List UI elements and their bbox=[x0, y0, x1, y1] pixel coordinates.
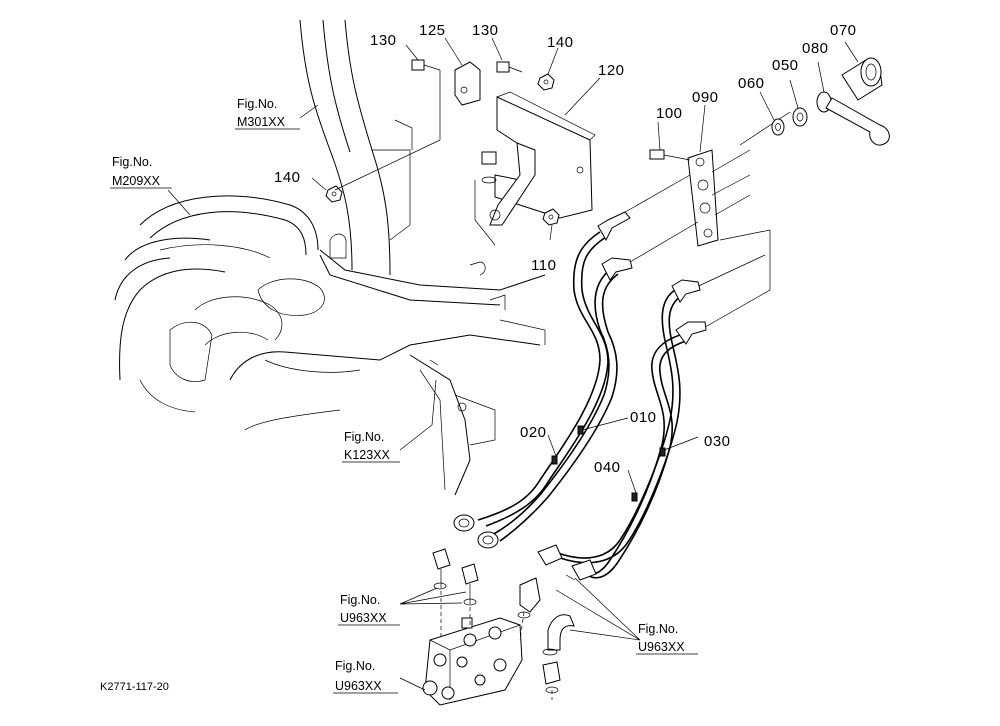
bolt-130-right bbox=[496, 61, 523, 73]
svg-text:Fig.No.: Fig.No. bbox=[340, 593, 380, 607]
straight-adapter bbox=[542, 661, 561, 685]
nut-140-left bbox=[325, 185, 343, 203]
adapter-left bbox=[432, 548, 451, 584]
part-label-080: 080 bbox=[802, 40, 829, 57]
svg-text:M209XX: M209XX bbox=[112, 174, 161, 188]
coupler-plate-assembly bbox=[619, 57, 890, 331]
fig-ref-m209xx: Fig.No. M209XX bbox=[110, 155, 172, 189]
fitting-010-top bbox=[601, 257, 633, 281]
part-label-040: 040 bbox=[594, 459, 621, 476]
svg-text:U963XX: U963XX bbox=[638, 640, 685, 654]
part-label-140-top: 140 bbox=[547, 34, 574, 51]
part-label-130-left: 130 bbox=[370, 32, 397, 49]
svg-text:Fig.No.: Fig.No. bbox=[335, 659, 375, 673]
part-number-labels: 130 125 130 140 120 140 110 100 090 060 … bbox=[274, 22, 857, 476]
svg-text:U963XX: U963XX bbox=[340, 611, 387, 625]
tractor-body-outline bbox=[114, 19, 546, 496]
part-label-140-left: 140 bbox=[274, 169, 301, 186]
part-label-010: 010 bbox=[630, 409, 657, 426]
part-label-120: 120 bbox=[598, 62, 625, 79]
fitting-020-top bbox=[597, 211, 631, 242]
leader-lines bbox=[167, 37, 859, 691]
figure-references: Fig.No. M301XX Fig.No. M209XX Fig.No. K1… bbox=[110, 97, 698, 694]
part-label-030: 030 bbox=[704, 433, 731, 450]
bolt-130-left bbox=[411, 59, 441, 71]
elbow-adapter bbox=[519, 577, 541, 613]
drawing-code: K2771-117-20 bbox=[100, 681, 169, 693]
part-label-050: 050 bbox=[772, 57, 799, 74]
elbow-adapter-right bbox=[547, 614, 575, 651]
fig-ref-k123xx: Fig.No. K123XX bbox=[342, 430, 400, 463]
svg-text:M301XX: M301XX bbox=[237, 115, 286, 129]
svg-text:Fig.No.: Fig.No. bbox=[344, 430, 384, 444]
part-label-130-right: 130 bbox=[472, 22, 499, 39]
adapter-center bbox=[461, 563, 479, 600]
fig-ref-u963xx-lower-left: Fig.No. U963XX bbox=[333, 659, 398, 694]
fig-ref-u963xx-right: Fig.No. U963XX bbox=[636, 622, 698, 655]
svg-text:U963XX: U963XX bbox=[335, 679, 382, 693]
part-label-090: 090 bbox=[692, 89, 719, 106]
fitting-030-top bbox=[671, 279, 701, 303]
part-label-110: 110 bbox=[531, 257, 556, 274]
part-label-060: 060 bbox=[738, 75, 765, 92]
svg-text:Fig.No.: Fig.No. bbox=[638, 622, 678, 636]
fig-ref-u963xx-upper-left: Fig.No. U963XX bbox=[338, 593, 400, 626]
svg-text:Fig.No.: Fig.No. bbox=[237, 97, 277, 111]
part-label-100: 100 bbox=[656, 105, 683, 122]
hydraulic-lines bbox=[453, 211, 707, 581]
fig-ref-m301xx: Fig.No. M301XX bbox=[235, 97, 300, 130]
control-valve-assembly bbox=[422, 548, 575, 706]
svg-text:K123XX: K123XX bbox=[344, 448, 391, 462]
svg-text:Fig.No.: Fig.No. bbox=[112, 155, 152, 169]
nut-stack bbox=[481, 151, 497, 184]
part-label-070: 070 bbox=[830, 22, 857, 39]
bracket-assembly bbox=[325, 59, 596, 246]
fitting-040-top bbox=[675, 321, 707, 345]
part-label-020: 020 bbox=[520, 424, 547, 441]
part-label-125: 125 bbox=[419, 22, 446, 39]
nut-140-top bbox=[537, 73, 555, 91]
nut-110 bbox=[542, 208, 560, 226]
